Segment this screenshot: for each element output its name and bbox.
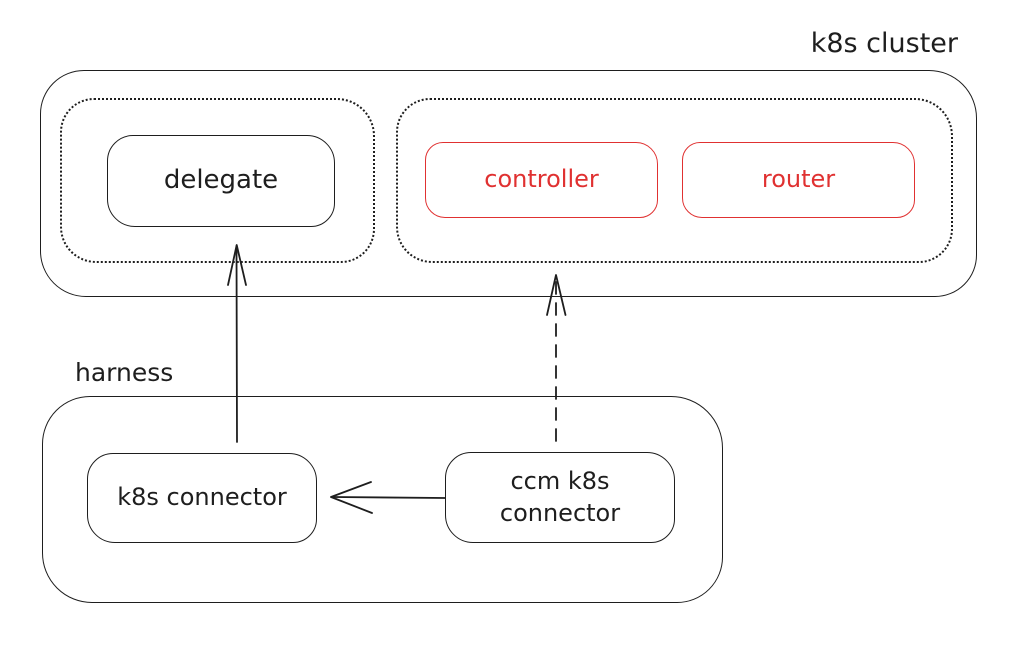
delegate-node-label: delegate (163, 165, 279, 196)
k8s-cluster-label: k8s cluster (810, 28, 958, 59)
controller-node: controller (425, 142, 658, 218)
ccm-k8s-connector-node: ccm k8s connector (445, 452, 675, 543)
delegate-group-box (60, 98, 375, 263)
k8s-cluster-container (40, 70, 977, 297)
k8s-connector-node-label: k8s connector (117, 483, 287, 512)
delegate-node: delegate (107, 135, 335, 227)
ccm-k8s-connector-node-label: ccm k8s connector (499, 467, 621, 527)
router-node-label: router (761, 165, 836, 194)
router-node: router (682, 142, 915, 218)
harness-label: harness (75, 358, 174, 387)
harness-container (42, 396, 723, 603)
controller-router-group-box (396, 98, 953, 263)
controller-node-label: controller (484, 165, 599, 194)
k8s-connector-node: k8s connector (87, 453, 317, 543)
